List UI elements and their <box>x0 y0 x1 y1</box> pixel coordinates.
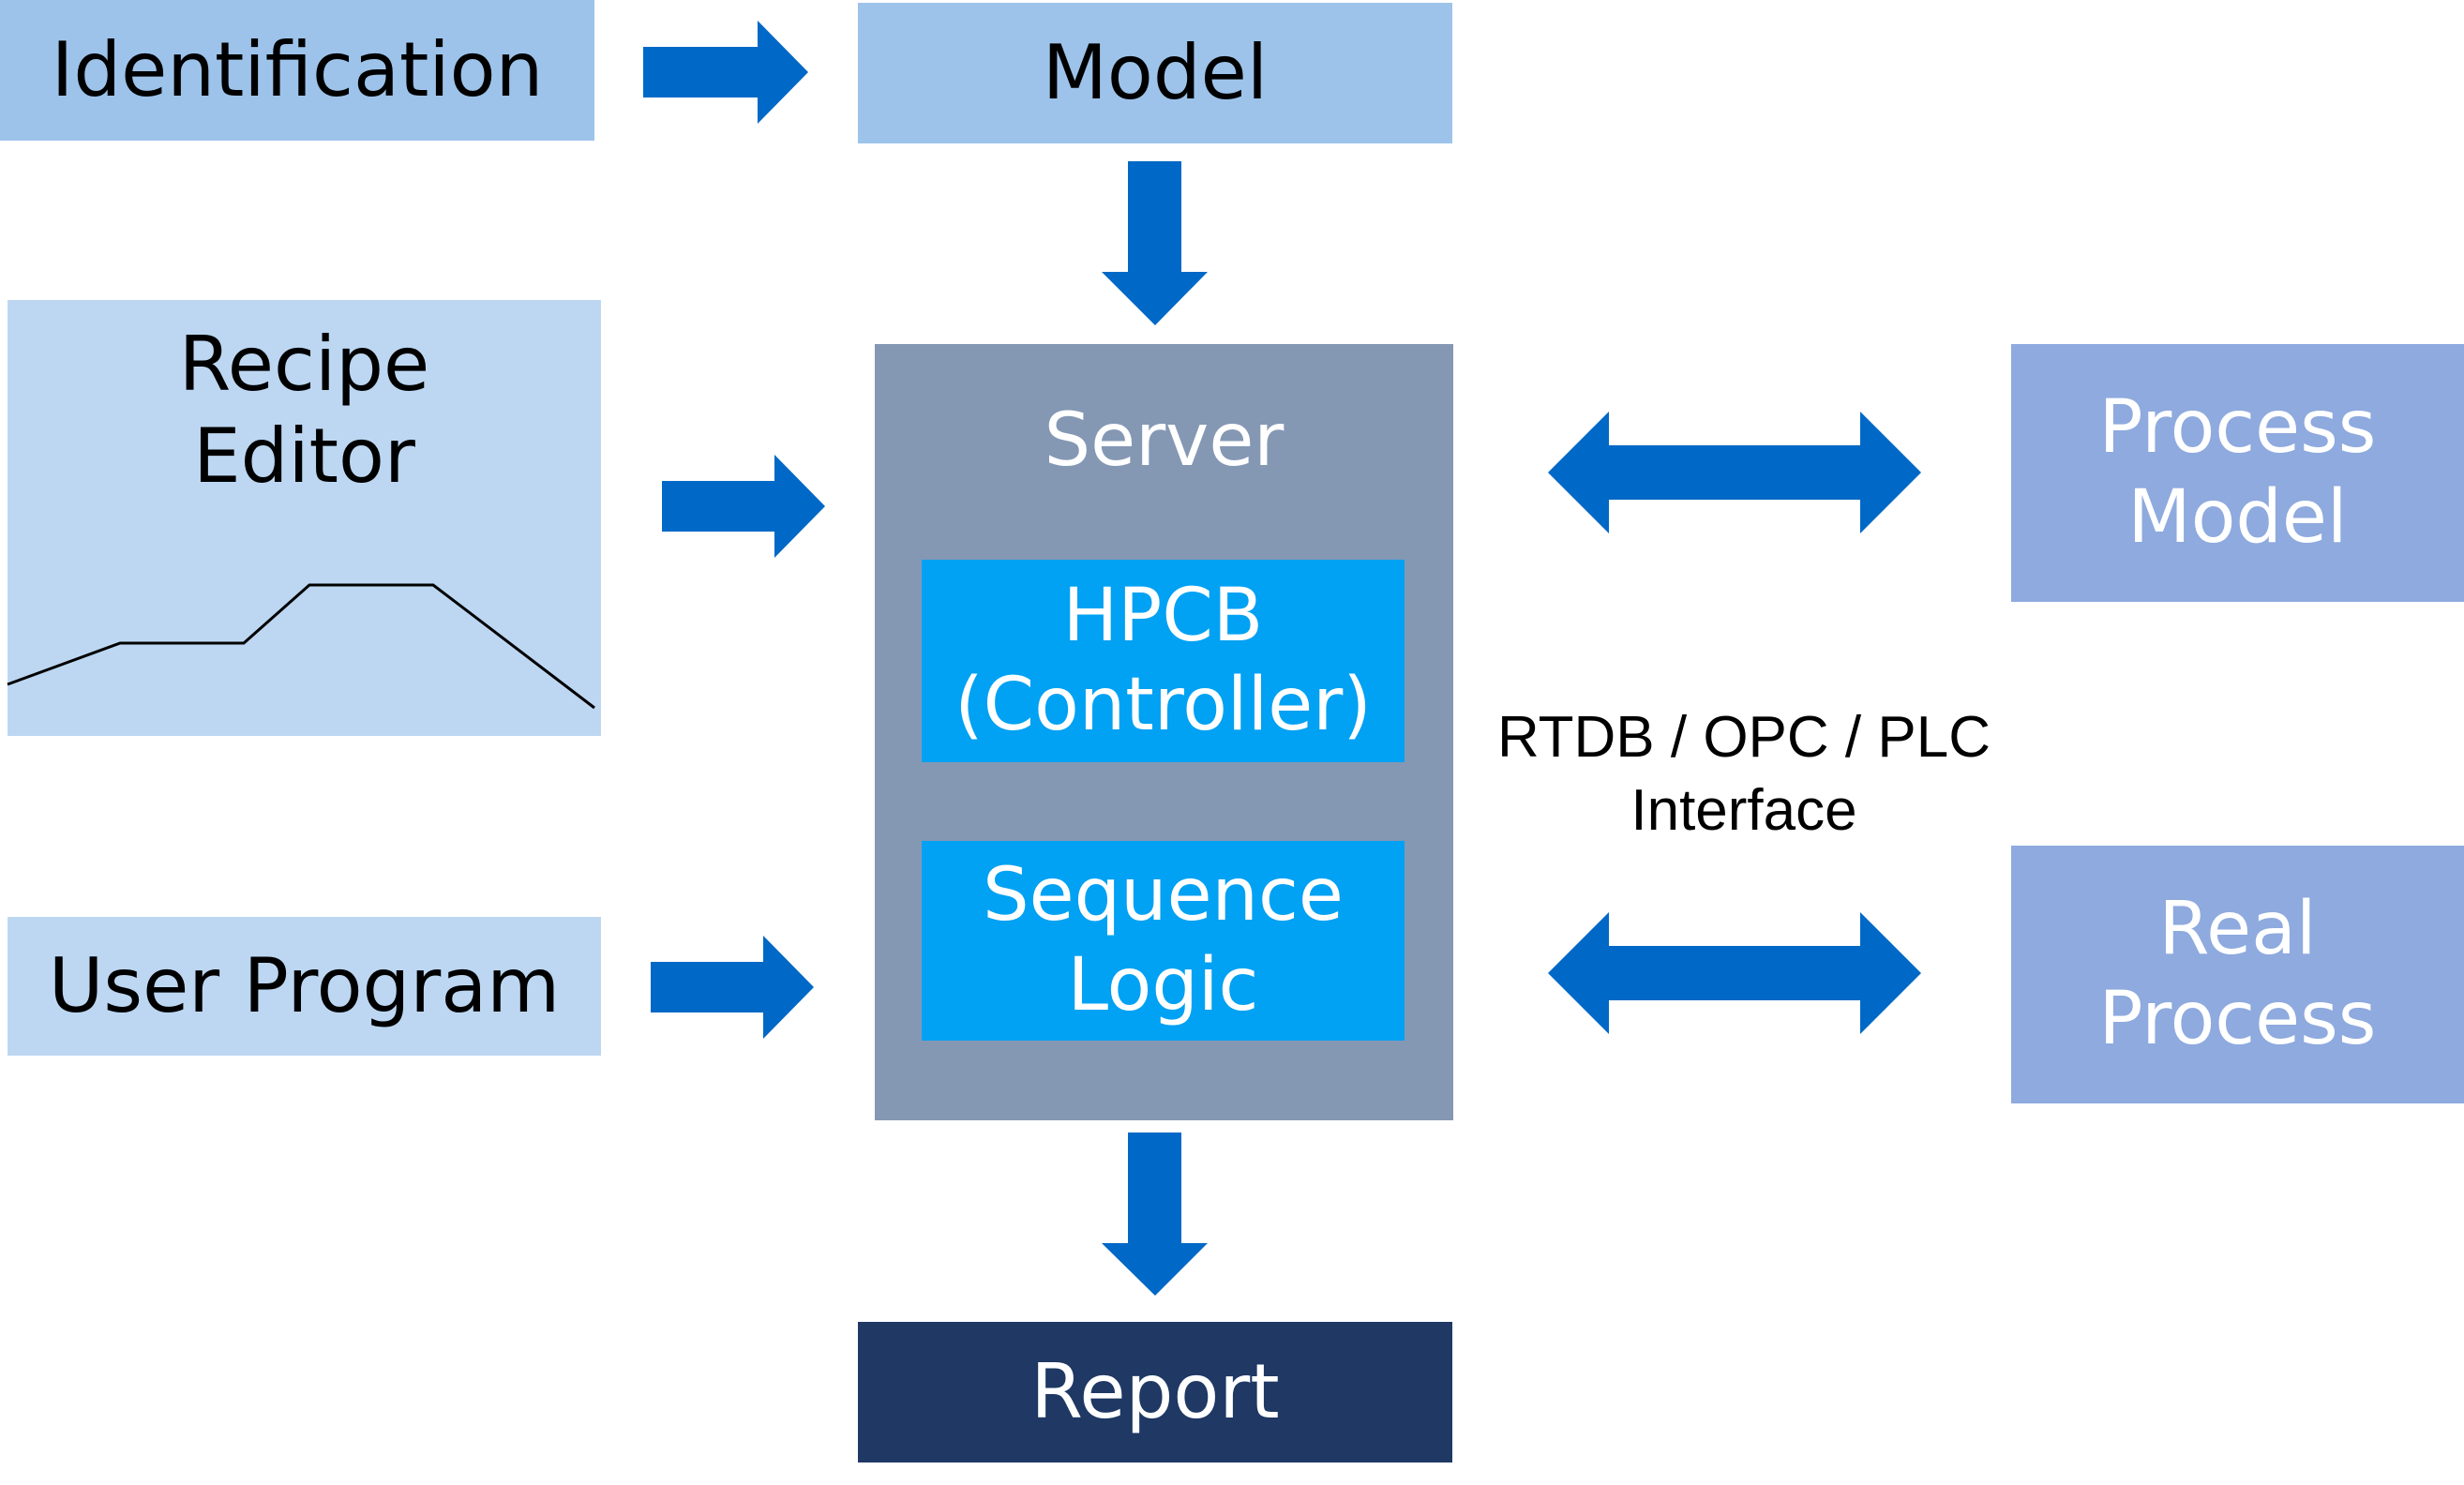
interface-label-line1: RTDB / OPC / PLC <box>1497 705 1991 770</box>
interface-label: RTDB / OPC / PLC Interface <box>1463 701 2025 847</box>
process-model-label-line1: Process <box>2098 385 2377 471</box>
arrow-server-to-report <box>1102 1132 1208 1296</box>
model-label: Model <box>1042 29 1269 117</box>
model-box: Model <box>858 3 1452 143</box>
real-process-label-line1: Real <box>2158 887 2317 972</box>
recipe-editor-label-line2: Editor <box>193 412 415 500</box>
user-program-label: User Program <box>48 942 561 1030</box>
sequence-logic-label-line2: Logic <box>1067 942 1259 1028</box>
sequence-logic-box: Sequence Logic <box>922 841 1405 1041</box>
process-model-box: Process Model <box>2011 344 2464 602</box>
interface-label-line2: Interface <box>1630 777 1857 843</box>
recipe-editor-box: Recipe Editor <box>8 300 601 736</box>
arrow-userprogram-to-server <box>651 936 814 1039</box>
arrow-server-realprocess-bidirectional <box>1548 912 1921 1034</box>
server-label: Server <box>1044 398 1285 483</box>
sequence-logic-label-line1: Sequence <box>983 853 1344 938</box>
process-model-label-line2: Model <box>2127 474 2348 560</box>
arrow-server-processmodel-bidirectional <box>1548 412 1921 533</box>
real-process-label-line2: Process <box>2098 976 2377 1061</box>
arrow-identification-to-model <box>643 21 808 124</box>
arrow-recipe-to-server <box>662 455 825 558</box>
identification-label: Identification <box>51 26 544 114</box>
report-box: Report <box>858 1322 1452 1462</box>
hpcb-label-line2: (Controller) <box>954 663 1372 747</box>
user-program-box: User Program <box>8 917 601 1056</box>
recipe-editor-label-line1: Recipe <box>178 321 430 408</box>
identification-box: Identification <box>0 0 594 141</box>
report-label: Report <box>1030 1348 1280 1436</box>
hpcb-controller-box: HPCB (Controller) <box>922 560 1405 762</box>
hpcb-label-line1: HPCB <box>1062 573 1264 658</box>
arrow-model-to-server <box>1102 161 1208 325</box>
real-process-box: Real Process <box>2011 846 2464 1103</box>
